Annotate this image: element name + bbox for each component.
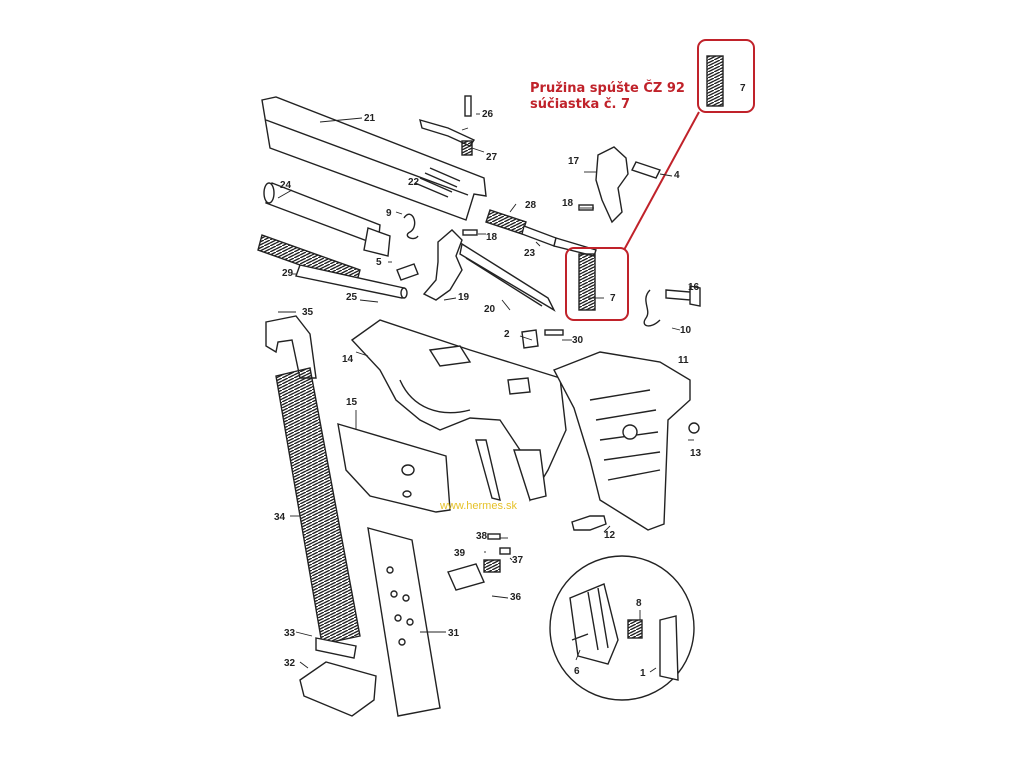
annotation-title: Pružina spúšte ČZ 92 súčiastka č. 7 bbox=[530, 81, 685, 113]
label-36: 36 bbox=[510, 592, 522, 603]
part-pin-26 bbox=[464, 95, 472, 117]
detail-inset bbox=[549, 555, 695, 701]
label-30: 30 bbox=[572, 335, 584, 346]
part-barrel bbox=[263, 182, 391, 257]
part-36 bbox=[447, 563, 485, 591]
label-17: 17 bbox=[568, 156, 580, 167]
part-spring-7-detail bbox=[706, 55, 724, 107]
part-grip bbox=[553, 351, 691, 531]
part-guide-rod bbox=[295, 264, 408, 299]
label-7a: 7 bbox=[610, 293, 616, 304]
label-11: 11 bbox=[678, 355, 689, 366]
label-13: 13 bbox=[690, 448, 702, 459]
part-spring-7 bbox=[578, 253, 596, 311]
part-pin-5 bbox=[396, 263, 419, 281]
part-magazine bbox=[367, 527, 441, 717]
label-16: 16 bbox=[688, 282, 700, 293]
label-31: 31 bbox=[448, 628, 460, 639]
part-pin-18b bbox=[578, 204, 594, 211]
label-1: 1 bbox=[640, 668, 646, 679]
part-spring-28 bbox=[485, 209, 527, 235]
label-8: 8 bbox=[636, 598, 642, 609]
part-frame bbox=[350, 319, 567, 502]
part-35 bbox=[265, 315, 317, 379]
label-4: 4 bbox=[674, 170, 680, 181]
label-9: 9 bbox=[386, 208, 392, 219]
part-pin-4 bbox=[631, 161, 661, 179]
highlight-trigger-spring bbox=[565, 39, 755, 321]
annotation-line-1: Pružina spúšte ČZ 92 bbox=[530, 81, 685, 96]
part-slide bbox=[261, 96, 487, 221]
label-34: 34 bbox=[274, 512, 286, 523]
part-pin-37 bbox=[499, 547, 511, 555]
annotation-line-2: súčiastka č. 7 bbox=[530, 97, 631, 112]
label-19: 19 bbox=[458, 292, 470, 303]
part-spring-27 bbox=[461, 140, 473, 156]
part-trigger-bar bbox=[459, 242, 556, 312]
label-23: 23 bbox=[524, 248, 536, 259]
label-25: 25 bbox=[346, 292, 358, 303]
label-14: 14 bbox=[342, 354, 354, 365]
label-22: 22 bbox=[408, 177, 420, 188]
label-18b: 18 bbox=[562, 198, 574, 209]
label-24: 24 bbox=[280, 180, 292, 191]
label-2: 2 bbox=[504, 329, 510, 340]
part-screw-16 bbox=[665, 285, 701, 307]
part-pin-30 bbox=[544, 329, 564, 336]
part-follower bbox=[315, 637, 357, 659]
watermark: www.hermes.sk bbox=[440, 500, 518, 512]
label-29: 29 bbox=[282, 268, 294, 279]
label-26: 26 bbox=[482, 109, 494, 120]
label-37: 37 bbox=[512, 555, 524, 566]
part-magazine-spring bbox=[275, 367, 361, 645]
label-18a: 18 bbox=[486, 232, 498, 243]
label-12: 12 bbox=[604, 530, 616, 541]
part-hammer bbox=[595, 146, 629, 224]
part-spring-9 bbox=[403, 213, 419, 240]
part-trigger bbox=[422, 229, 463, 301]
part-base-plate bbox=[299, 661, 377, 717]
label-6: 6 bbox=[574, 666, 580, 677]
part-labels: 21 24 22 26 27 9 28 18 23 5 29 25 19 20 … bbox=[274, 83, 746, 679]
part-side-plate bbox=[337, 423, 451, 513]
label-5: 5 bbox=[376, 257, 382, 268]
label-15: 15 bbox=[346, 397, 358, 408]
leader-lines bbox=[277, 113, 701, 673]
label-28: 28 bbox=[525, 200, 537, 211]
label-20: 20 bbox=[484, 304, 496, 315]
label-32: 32 bbox=[284, 658, 296, 669]
part-nut-13 bbox=[688, 422, 700, 434]
label-38: 38 bbox=[476, 531, 488, 542]
part-screw-12 bbox=[571, 515, 607, 531]
label-39: 39 bbox=[454, 548, 466, 559]
label-35: 35 bbox=[302, 307, 314, 318]
part-spring-10 bbox=[643, 289, 661, 327]
part-pin-18a bbox=[462, 229, 478, 236]
label-10: 10 bbox=[680, 325, 692, 336]
label-21: 21 bbox=[364, 113, 376, 124]
part-spring-39 bbox=[483, 559, 501, 573]
label-27: 27 bbox=[486, 152, 498, 163]
part-pin-38 bbox=[487, 533, 501, 540]
label-7b: 7 bbox=[740, 83, 746, 94]
label-33: 33 bbox=[284, 628, 296, 639]
